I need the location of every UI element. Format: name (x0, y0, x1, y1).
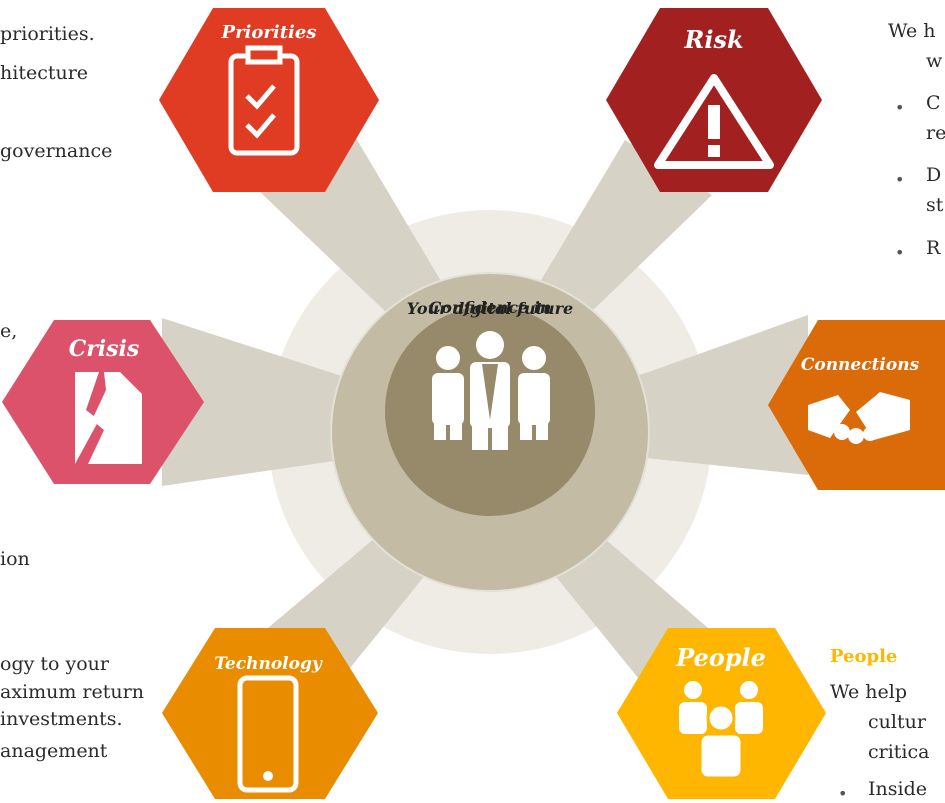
warning-triangle-icon (654, 74, 774, 169)
left-text-tech-4: anagement (0, 740, 108, 762)
risk-bullet-3-line1: R (926, 237, 941, 259)
hexagon-people[interactable]: People (617, 628, 826, 799)
group-people-icon (679, 681, 763, 780)
left-text-priorities: priorities. (0, 23, 95, 45)
broken-document-lightning-icon (75, 372, 142, 464)
crisis-label: Crisis (69, 336, 140, 362)
risk-label: Risk (683, 25, 743, 54)
hexagon-priorities[interactable]: Priorities (159, 8, 379, 192)
connections-label: Connections (801, 355, 920, 375)
smartphone-icon (237, 675, 299, 793)
hexagon-crisis[interactable]: Crisis (2, 320, 204, 484)
hexagon-risk[interactable]: Risk (606, 8, 822, 192)
people-intro-line2: cultur (868, 711, 926, 733)
risk-intro-line1: We h (888, 20, 936, 42)
center-label-line2: Your digital future (407, 299, 573, 318)
left-text-tech-2: aximum return (0, 681, 144, 703)
people-intro-line1: We help (830, 681, 907, 703)
priorities-label: Priorities (221, 22, 317, 43)
risk-bullet-1: • (895, 98, 905, 117)
risk-bullet-2-line2: st (926, 194, 944, 216)
left-text-architecture: hitecture (0, 62, 89, 84)
hexagon-technology[interactable]: Technology (162, 628, 378, 799)
people-heading: People (830, 646, 898, 667)
hexagon-connections[interactable]: Connections (768, 320, 945, 490)
left-text-tech-1: ogy to your (0, 653, 109, 675)
center-label-line1: Confidence in (429, 298, 552, 317)
people-bullet-1-line1: Inside (868, 778, 927, 800)
risk-bullet-1-line2: re (926, 122, 945, 144)
risk-bullet-1-line1: C (926, 92, 941, 114)
handshake-icon (808, 392, 910, 444)
people-bullet-1: • (838, 784, 848, 803)
team-people-icon (432, 331, 550, 450)
left-text-tech-3: investments. (0, 708, 123, 730)
left-text-ion: ion (0, 548, 30, 570)
risk-bullet-2-line1: D (926, 164, 942, 186)
clipboard-check-icon (228, 45, 300, 156)
people-intro-line3: critica (868, 741, 930, 763)
risk-intro-line2: w (926, 50, 943, 72)
risk-bullet-2: • (895, 170, 905, 189)
people-label: People (675, 643, 766, 672)
left-text-governance: governance (0, 140, 113, 162)
technology-label: Technology (214, 654, 323, 674)
risk-bullet-3: • (895, 243, 905, 262)
left-text-e: e, (0, 320, 18, 342)
